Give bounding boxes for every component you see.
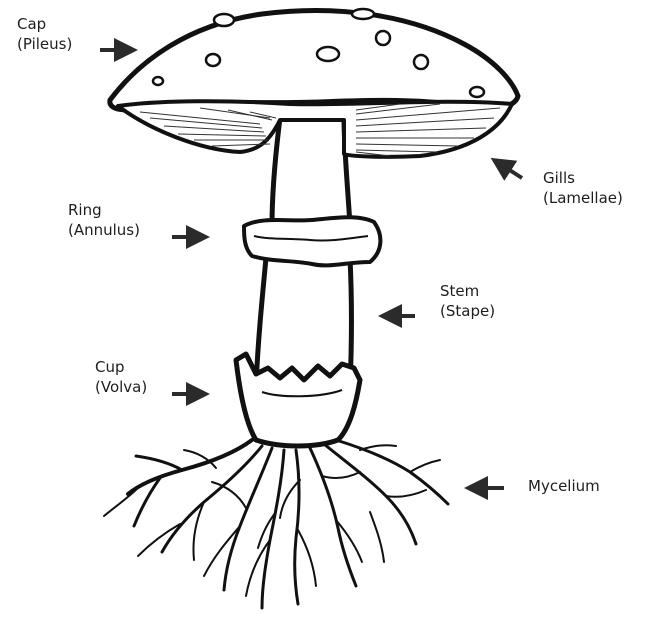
ring-latin: (Annulus) (68, 220, 140, 240)
stem-label: Stem (Stape) (440, 281, 495, 321)
cap-label: Cap (Pileus) (17, 14, 72, 54)
cap-latin: (Pileus) (17, 34, 72, 54)
gills-latin: (Lamellae) (543, 188, 623, 208)
cap-name: Cap (17, 14, 72, 34)
ring-name: Ring (68, 200, 140, 220)
stem-latin: (Stape) (440, 301, 495, 321)
stem-name: Stem (440, 281, 495, 301)
mycelium (104, 440, 448, 608)
mycelium-label: Mycelium (528, 476, 600, 496)
cup-latin: (Volva) (95, 377, 147, 397)
ring-label: Ring (Annulus) (68, 200, 140, 240)
gills-label: Gills (Lamellae) (543, 168, 623, 208)
gills-name: Gills (543, 168, 623, 188)
cup-name: Cup (95, 357, 147, 377)
ring (244, 217, 380, 265)
gills-arrow (494, 160, 522, 178)
mycelium-name: Mycelium (528, 476, 600, 496)
cup-label: Cup (Volva) (95, 357, 147, 397)
